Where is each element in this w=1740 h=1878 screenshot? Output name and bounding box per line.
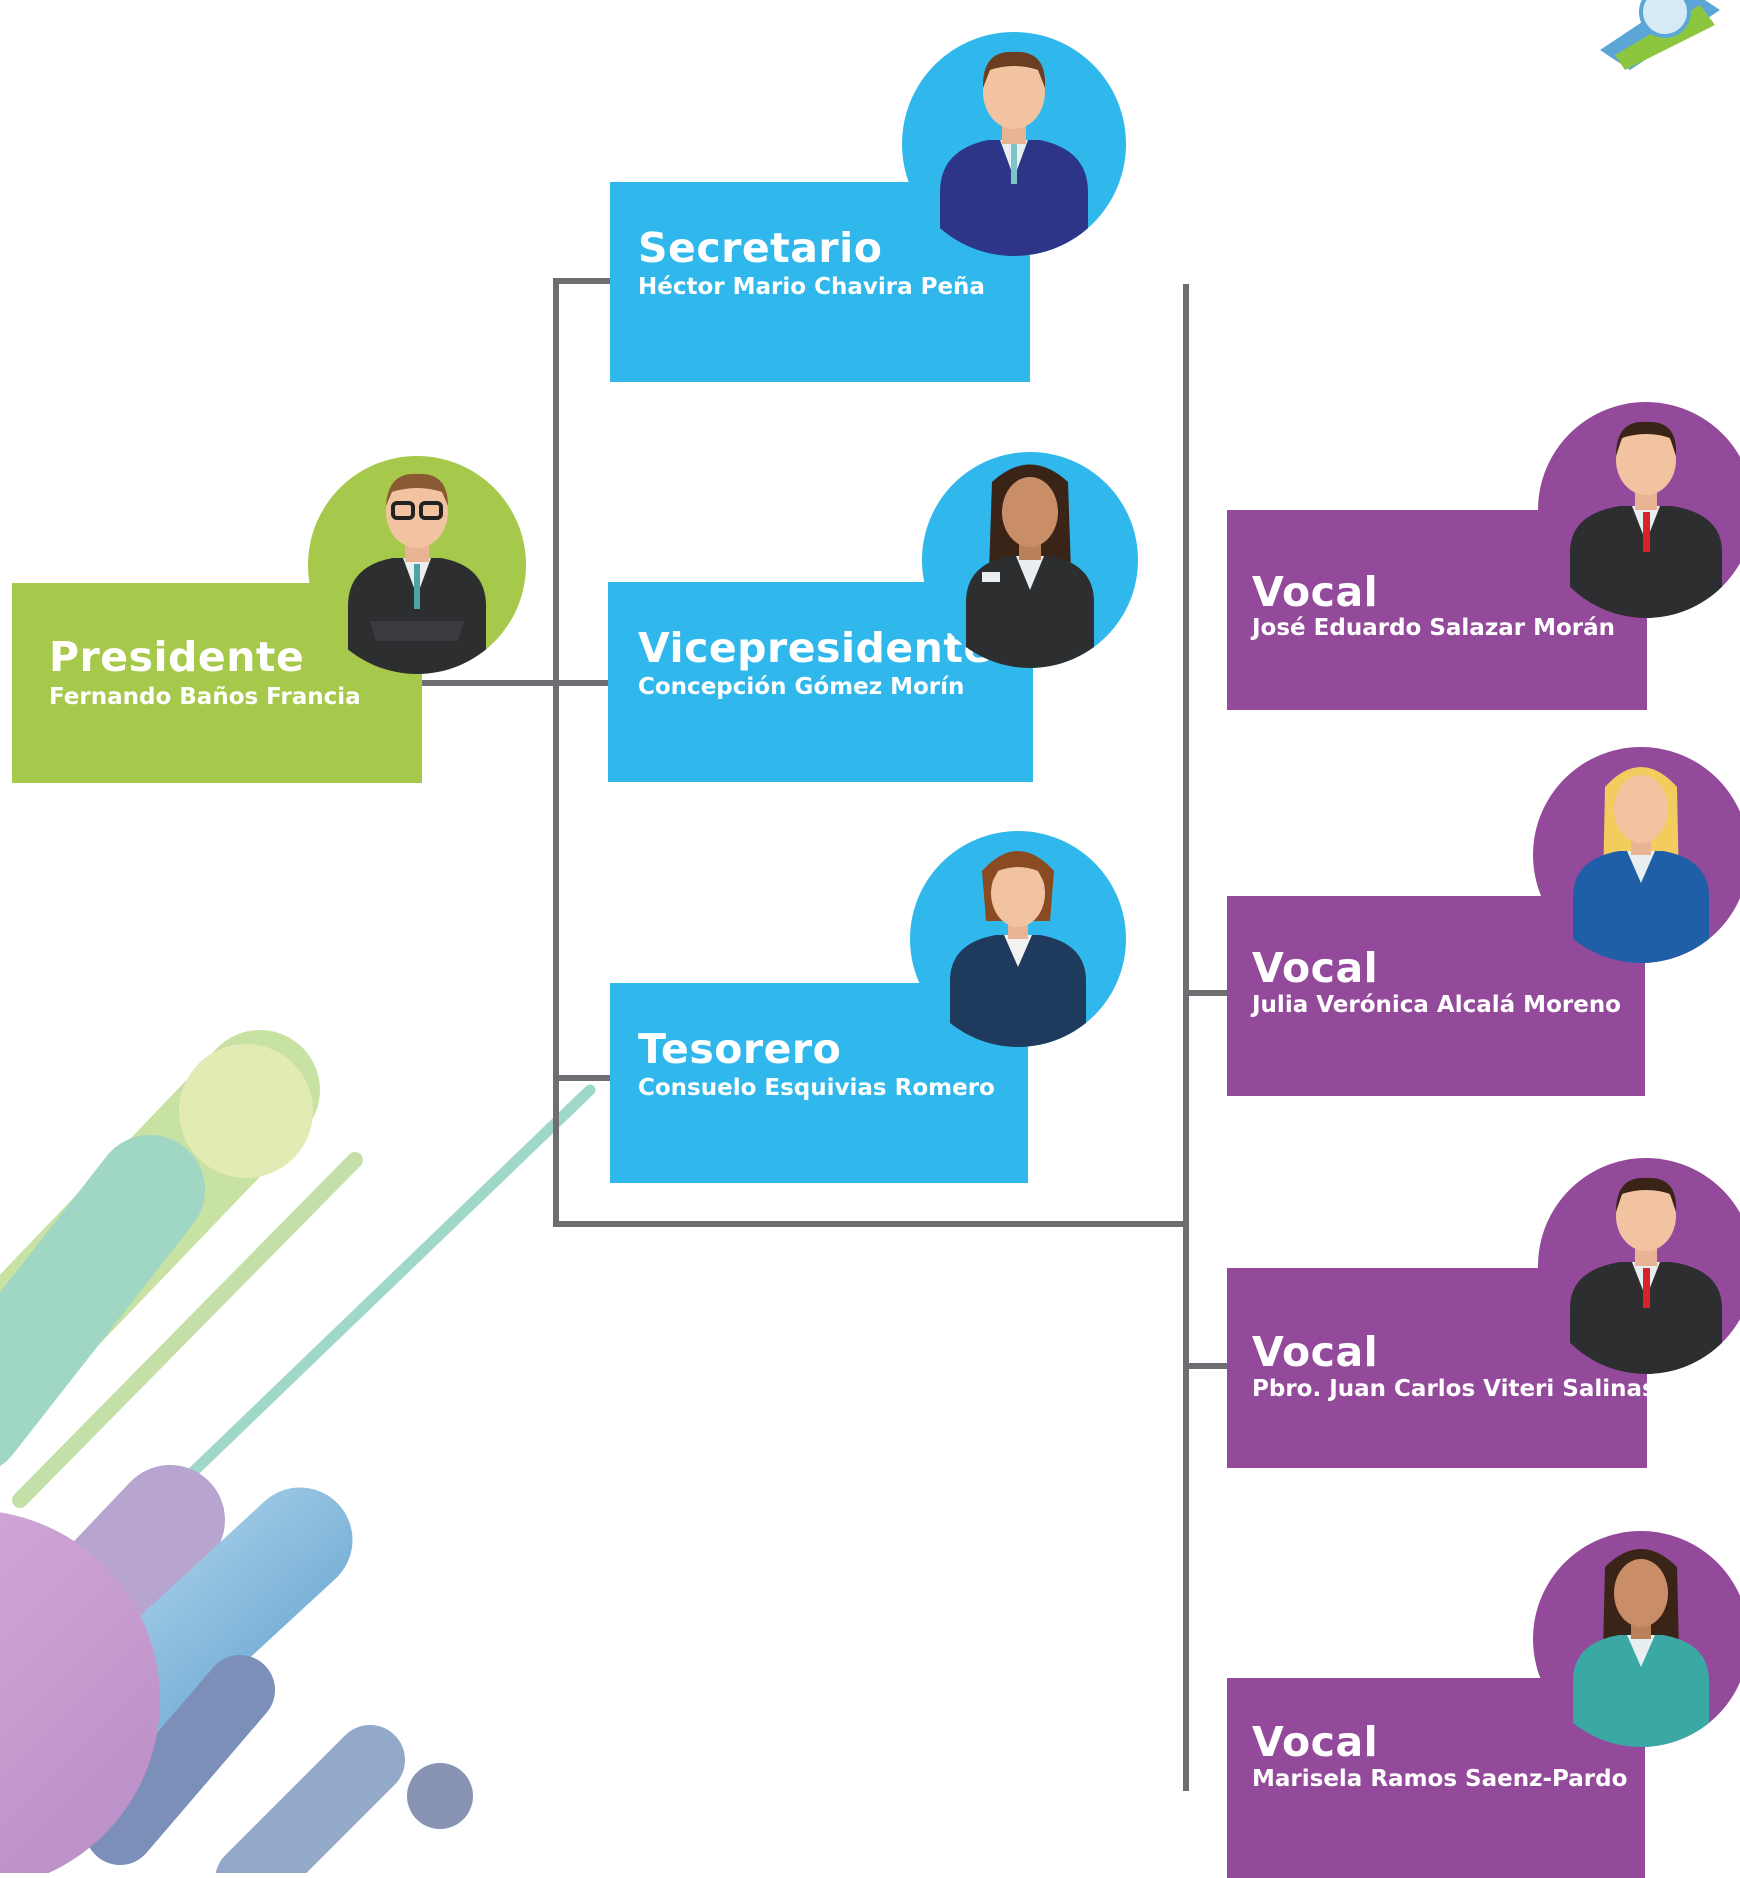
vocal-name: José Eduardo Salazar Morán xyxy=(1252,615,1616,641)
logo-icon xyxy=(1600,0,1720,70)
vocal-role: Vocal xyxy=(1252,1718,1379,1766)
officer-role: Secretario xyxy=(638,224,883,272)
president-name: Fernando Baños Francia xyxy=(49,684,361,710)
vocal-name: Pbro. Juan Carlos Viteri Salinas xyxy=(1252,1376,1656,1402)
woman-icon xyxy=(1573,767,1709,963)
vocal-avatar xyxy=(1533,747,1740,963)
vocal-role: Vocal xyxy=(1252,568,1379,616)
officer-name: Héctor Mario Chavira Peña xyxy=(638,274,985,300)
vocal-avatar xyxy=(1533,1531,1740,1747)
officer-name: Concepción Gómez Morín xyxy=(638,674,965,700)
man-with-glasses-icon xyxy=(348,473,486,674)
vocal-role: Vocal xyxy=(1252,944,1379,992)
officer-role: Vicepresidente xyxy=(638,624,992,672)
man-icon xyxy=(1570,421,1722,618)
officer-name: Consuelo Esquivias Romero xyxy=(638,1075,995,1101)
tesorero-avatar xyxy=(910,831,1126,1047)
woman-icon xyxy=(950,851,1086,1047)
man-icon xyxy=(940,51,1088,256)
vocal-role: Vocal xyxy=(1252,1328,1379,1376)
president-role: Presidente xyxy=(49,633,305,681)
vocal-avatar xyxy=(1538,1158,1740,1374)
vocal-name: Julia Verónica Alcalá Moreno xyxy=(1252,992,1621,1018)
president-avatar xyxy=(308,456,526,674)
officer-role: Tesorero xyxy=(638,1025,842,1073)
woman-icon xyxy=(966,464,1094,668)
man-icon xyxy=(1570,1177,1722,1374)
woman-icon xyxy=(1573,1549,1709,1747)
vocal-avatar xyxy=(1538,402,1740,618)
vicepresidente-avatar xyxy=(922,452,1138,668)
vocal-name: Marisela Ramos Saenz-Pardo xyxy=(1252,1766,1628,1792)
secretario-avatar xyxy=(902,32,1126,256)
